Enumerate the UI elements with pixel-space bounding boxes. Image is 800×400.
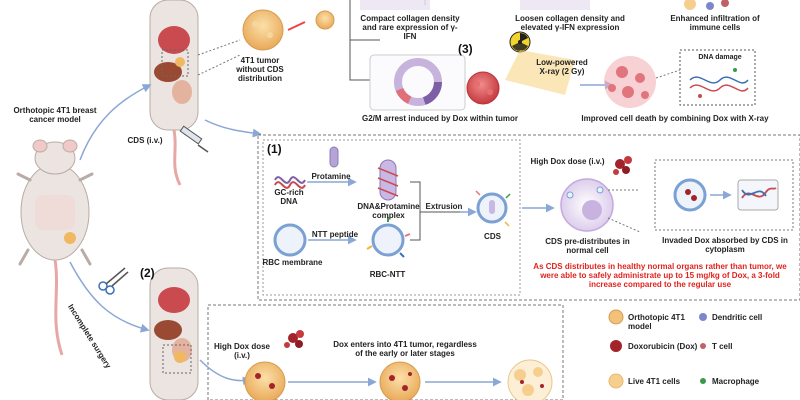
gc-dna-label: GC-rich DNA xyxy=(274,188,304,206)
protamine-label: Protamine xyxy=(311,172,351,181)
tumor-step2-b xyxy=(379,361,421,400)
tumor-step2-a xyxy=(244,361,286,400)
mouse-model-label: Orthotopic 4T1 breast cancer model xyxy=(13,106,97,124)
dox-cluster-icon xyxy=(613,156,632,175)
treated-tumor xyxy=(466,71,500,105)
xray-label: Low-powered X-ray (2 Gy) xyxy=(536,58,588,76)
dna-damage-panel xyxy=(679,49,756,106)
bottom-mouse-illustration xyxy=(149,267,199,400)
immune-infiltration-label: Enhanced infiltration of immune cells xyxy=(670,14,760,32)
extrusion-label: Extrusion xyxy=(425,202,463,211)
tumor-step2-c xyxy=(507,359,553,400)
gc-dna-icon xyxy=(274,176,306,189)
cds-dose-note: As CDS distributes in healthy normal org… xyxy=(533,262,787,289)
tumor-without-cds xyxy=(242,9,284,51)
legend-dendritic-label: Dendritic cell xyxy=(712,313,763,322)
arrow-to-top-mouse xyxy=(79,84,152,161)
dna-damage-label: DNA damage xyxy=(698,54,742,61)
cds-label: CDS xyxy=(484,232,501,241)
small-tumor xyxy=(315,10,335,30)
rbc-ntt-icon xyxy=(366,217,411,258)
dox-cluster-step2 xyxy=(284,330,304,348)
cds-iv-label: CDS (i.v.) xyxy=(127,136,163,145)
step3-number: (3) xyxy=(458,42,473,56)
step2-box xyxy=(207,304,564,400)
cds-particle-icon xyxy=(475,190,511,227)
rbc-ntt-label: RBC-NTT xyxy=(369,270,406,279)
dox-enters-label: Dox enters into 4T1 tumor, regardless of… xyxy=(333,340,477,358)
invaded-dox-label: Invaded Dox absorbed by CDS in cytoplasm xyxy=(662,236,788,254)
scissors-icon xyxy=(98,267,129,295)
legend-macrophage-label: Macrophage xyxy=(712,377,760,386)
high-dox-label: High Dox dose (i.v.) xyxy=(530,157,605,166)
step1-number: (1) xyxy=(267,142,282,156)
g2m-arrest-label: G2/M arrest induced by Dox within tumor xyxy=(361,114,519,123)
legend-tcell-label: T cell xyxy=(712,342,733,351)
loosen-collagen-label: Loosen collagen density and elevated γ-I… xyxy=(515,14,625,32)
xray-beam xyxy=(505,50,575,95)
rbc-membrane-icon xyxy=(273,223,307,257)
legend-dox-label: Doxorubicin (Dox) xyxy=(628,342,698,351)
step1-box xyxy=(257,134,800,301)
rbc-membrane-label: RBC membrane xyxy=(262,258,323,267)
radiation-icon xyxy=(509,31,531,53)
cell-cycle-diagram xyxy=(369,54,466,111)
dna-protamine-complex-icon xyxy=(377,159,399,201)
cds-synthesis-box xyxy=(262,139,521,296)
legend-orthotopic-label: Orthotopic 4T1 model xyxy=(628,313,685,331)
invaded-dox-panel xyxy=(654,159,794,231)
ntt-peptide-label: NTT peptide xyxy=(311,230,359,239)
normal-cell-icon xyxy=(560,178,614,232)
dying-tumor-cells xyxy=(604,56,656,108)
cds-predistributes-label: CDS pre-distributes in normal cell xyxy=(545,237,630,255)
syringe-icon xyxy=(179,125,209,153)
compact-collagen-label: Compact collagen density and rare expres… xyxy=(360,14,460,41)
high-dox-step2-label: High Dox dose (i.v.) xyxy=(213,342,270,360)
step2-number: (2) xyxy=(140,266,155,280)
arrow-to-bottom-mouse xyxy=(69,261,150,333)
mouse-model-illustration xyxy=(16,139,94,356)
tumor-without-cds-label: 4T1 tumor without CDS distribution xyxy=(236,56,284,83)
legend-live-cells-label: Live 4T1 cells xyxy=(628,377,681,386)
legend xyxy=(608,309,707,389)
dna-protamine-complex-label: DNA&Protamine complex xyxy=(357,202,420,220)
tumor-spot xyxy=(64,232,76,244)
protamine-icon xyxy=(329,146,339,168)
immune-cells-partial xyxy=(684,0,729,10)
improved-cell-death-label: Improved cell death by combining Dox wit… xyxy=(581,114,769,123)
top-mouse-illustration xyxy=(149,0,199,186)
